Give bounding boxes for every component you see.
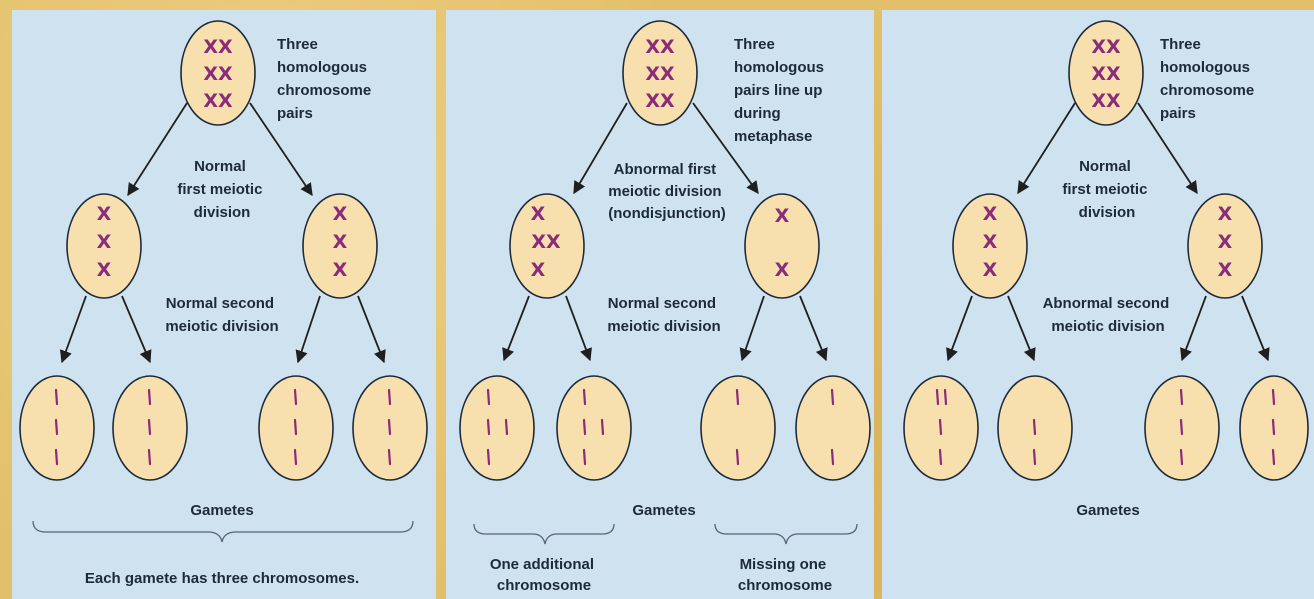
chromosome-icon: X — [333, 231, 348, 253]
chromosome-icon: X — [97, 203, 112, 225]
panel-3-diagram: XX XX XX X X X X X X Three homologous ch… — [904, 21, 1308, 519]
summary-label: Each gamete has three chromosomes. — [85, 570, 359, 587]
chromosome-pair-icon: XX — [645, 90, 675, 112]
panel-1-diagram: XX XX XX X X X X X X Three h — [20, 21, 427, 587]
chromosome-pair-icon: XX — [645, 36, 675, 58]
chromosome-pair-icon: XX — [1091, 63, 1121, 85]
chromosome-pair-icon: XX — [645, 63, 675, 85]
top-label: Three homologous pairs line up during me… — [734, 36, 828, 145]
chromosome-icon: X — [983, 259, 998, 281]
arrow — [1242, 296, 1268, 360]
chromosome-pair-icon: XX — [203, 36, 233, 58]
chromosome-pair-icon: XX — [203, 90, 233, 112]
arrow — [574, 103, 627, 193]
gametes-label: Gametes — [190, 502, 253, 519]
chromosome-icon: X — [1218, 259, 1233, 281]
gamete-cell-extra — [557, 376, 631, 480]
extra-chromosome-brace — [474, 524, 614, 544]
gametes-label: Gametes — [632, 502, 695, 519]
second-division-label: Normal second meiotic division — [165, 295, 278, 335]
first-division-label: Normal first meiotic division — [1062, 158, 1151, 221]
chromosome-icon: X — [775, 205, 790, 227]
chromosome-icon: X — [531, 203, 546, 225]
second-division-label: Abnormal second meiotic division — [1043, 295, 1174, 335]
chromosome-icon: X — [983, 231, 998, 253]
arrow — [948, 296, 972, 360]
chromosome-icon: X — [333, 259, 348, 281]
arrow — [62, 296, 86, 362]
first-division-label: Normal first meiotic division — [177, 158, 266, 221]
top-label: Three homologous chromosome pairs — [1160, 36, 1258, 122]
gamete-cell-extra — [460, 376, 534, 480]
chromosome-icon: X — [1218, 203, 1233, 225]
chromosome-icon: X — [97, 259, 112, 281]
arrow — [298, 296, 320, 362]
arrow — [122, 296, 150, 362]
second-division-label: Normal second meiotic division — [607, 295, 720, 335]
chromosome-icon: X — [333, 203, 348, 225]
arrow — [800, 296, 826, 360]
arrow — [1008, 296, 1034, 360]
chromosome-icon: X — [775, 259, 790, 281]
arrow — [358, 296, 384, 362]
chromosome-pair-icon: XX — [1091, 36, 1121, 58]
first-division-label: Abnormal first meiotic division (nondisj… — [608, 161, 726, 222]
arrow — [504, 296, 529, 360]
chromosome-pair-icon: XX — [531, 231, 561, 253]
extra-chromosome-label: One additional chromosome — [490, 556, 598, 594]
top-label: Three homologous chromosome pairs — [277, 36, 375, 122]
chromosome-icon: X — [531, 259, 546, 281]
arrow — [566, 296, 590, 360]
arrow — [1018, 103, 1075, 193]
chromosome-pair-icon: XX — [203, 63, 233, 85]
gametes-label: Gametes — [1076, 502, 1139, 519]
panel-2-diagram: XX XX XX X XX X X X Three homologous pai… — [460, 21, 870, 594]
arrow — [1182, 296, 1206, 360]
arrow — [742, 296, 764, 360]
chromosome-pair-icon: XX — [1091, 90, 1121, 112]
chromosome-icon: X — [983, 203, 998, 225]
gametes-brace — [33, 521, 413, 542]
missing-chromosome-label: Missing one chromosome — [738, 556, 832, 594]
chromosome-icon: X — [97, 231, 112, 253]
missing-chromosome-brace — [715, 524, 857, 544]
chromosome-icon: X — [1218, 231, 1233, 253]
